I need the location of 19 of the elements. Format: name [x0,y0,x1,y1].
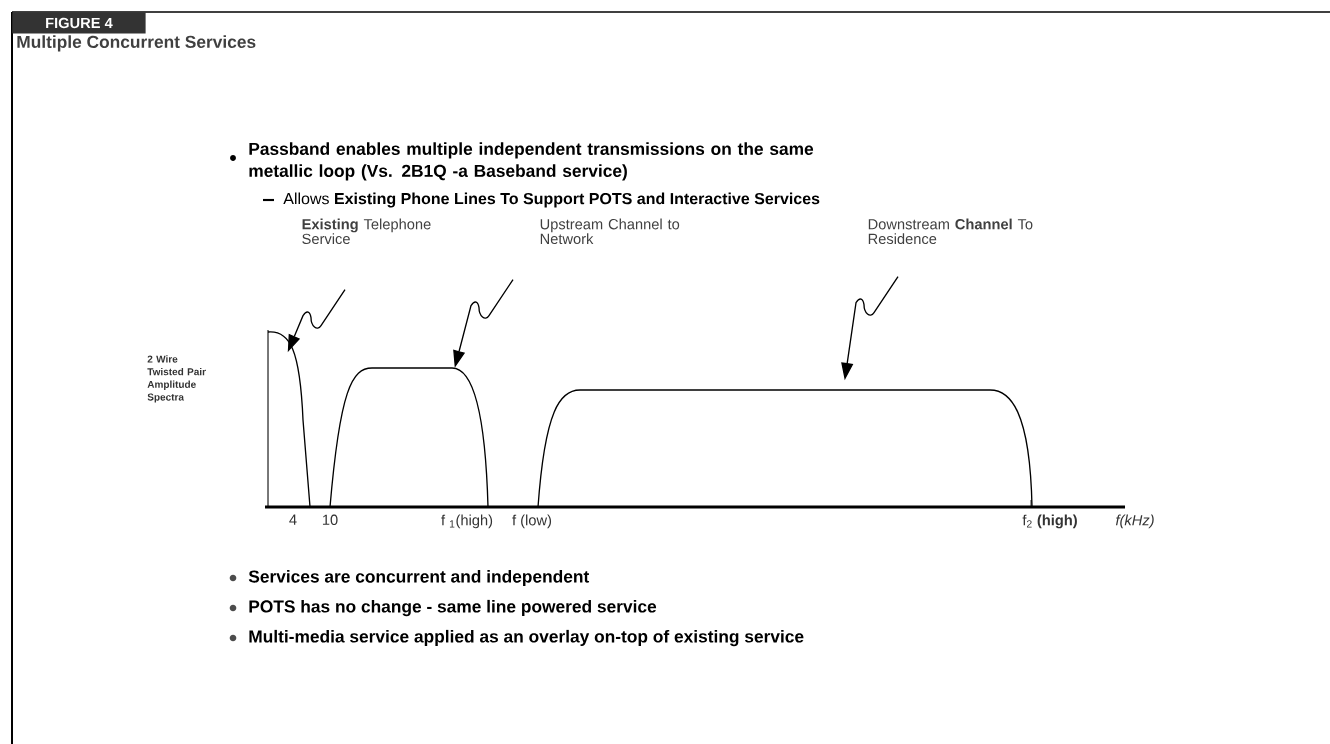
tick-label: 4 [289,514,297,525]
callout-text: Upstream Channel to Network [540,218,680,245]
sub-bullet-text: Allows Existing Phone Lines To Support POTS and Interactive Services [283,192,820,208]
bullet-text: Passband enables multiple independent transmissions on the same metallic loop (Vs. 2B1Q -a Baseband service) [249,142,814,181]
title: Multiple Concurrent Services [17,35,256,52]
spectrum-curve [537,389,1033,508]
tick-label: f$_{2}$ (high) [1022,514,1077,529]
bullet-text: Services are concurrent and independent [248,569,590,587]
bullet-text: POTS has no change - same line powered service [249,599,657,617]
tick-label: f (low) [512,514,552,529]
tick-label: f(kHz) [1115,514,1154,529]
callout-text: Downstream Channel To Residence [868,218,1033,245]
axis-label: 2 Wire Twisted Pair Amplitude Spectra [147,355,206,403]
figure-tab: FIGURE 4 [12,12,146,34]
spectrum-curve [329,367,489,508]
bullet-text: Multi-media service applied as an overlay on-top of existing service [249,629,804,647]
tick-label: 10 [322,514,338,525]
spectrum-curve [267,331,311,508]
callout-text: Existing Telephone Service [302,218,431,245]
